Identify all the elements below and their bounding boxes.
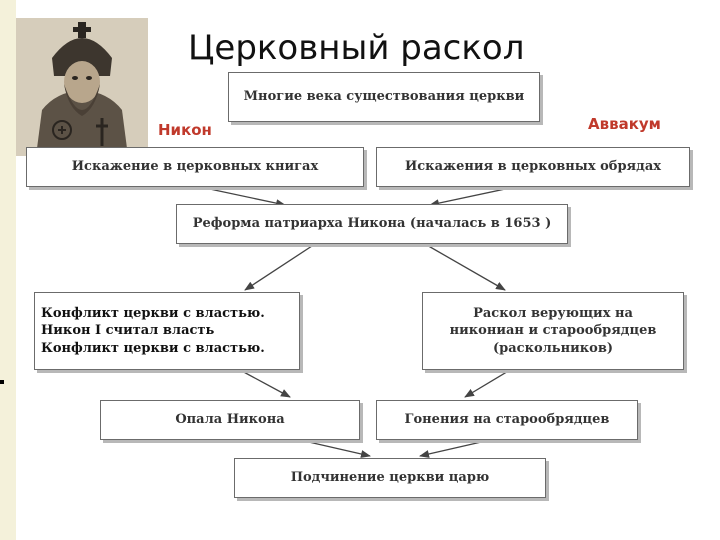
box-rites-distortion: Искажения в церковных обрядах [376, 147, 690, 187]
left-decor-dot [0, 380, 4, 384]
portrait-image [16, 18, 148, 156]
box-believers-schism: Раскол верующих на никониан и старообряд… [422, 292, 684, 370]
box-centuries-text: Многие века существования церкви [243, 89, 525, 105]
conflict-line: Никон I считал власть [41, 323, 215, 339]
slide-title: Церковный раскол [188, 28, 525, 68]
box-old-believers-persecution: Гонения на старообрядцев [376, 400, 638, 440]
arrow-books-to-reform [204, 187, 286, 208]
box-nikon-disgrace-text: Опала Никона [175, 412, 285, 428]
schism-line: никониан и старообрядцев [449, 323, 657, 339]
box-church-subordination-text: Подчинение церкви царю [290, 470, 490, 486]
schism-line: (раскольников) [492, 340, 614, 356]
arrow-reform-to-conflict [244, 243, 316, 291]
box-nikon-reform-text: Реформа патриарха Никона (началась в 165… [192, 216, 552, 232]
arrow-persecution-to-result [419, 439, 491, 458]
box-nikon-disgrace: Опала Никона [100, 400, 360, 440]
box-nikon-reform: Реформа патриарха Никона (началась в 165… [176, 204, 568, 244]
arrow-reform-to-schism [424, 243, 506, 291]
arrow-schism-to-persecution [464, 369, 511, 398]
box-old-believers-persecution-text: Гонения на старообрядцев [404, 412, 610, 428]
left-decor-strip [0, 0, 16, 540]
patriarch-nikon-portrait [16, 18, 148, 156]
conflict-lines: Конфликт церкви с властью. Никон I счита… [41, 305, 265, 358]
box-rites-distortion-text: Искажения в церковных обрядах [404, 159, 661, 175]
arrow-rites-to-reform [429, 187, 511, 208]
nikon-label: Никон [158, 121, 212, 139]
conflict-line: Конфликт церкви с властью. [41, 305, 265, 321]
schism-line: Раскол верующих на [473, 305, 633, 321]
box-books-distortion: Искажение в церковных книгах [26, 147, 364, 187]
conflict-line: Конфликт церкви с властью. [41, 340, 265, 356]
box-church-state-conflict: Конфликт церкви с властью. Никон I счита… [34, 292, 300, 370]
arrow-disgrace-to-result [299, 439, 371, 458]
box-church-subordination: Подчинение церкви царю [234, 458, 546, 498]
arrow-conflict-to-disgrace [239, 369, 291, 398]
avvakum-label: Аввакум [588, 115, 661, 133]
box-books-distortion-text: Искажение в церковных книгах [71, 159, 319, 175]
box-centuries: Многие века существования церкви [228, 72, 540, 122]
schism-lines: Раскол верующих на никониан и старообряд… [450, 305, 657, 358]
